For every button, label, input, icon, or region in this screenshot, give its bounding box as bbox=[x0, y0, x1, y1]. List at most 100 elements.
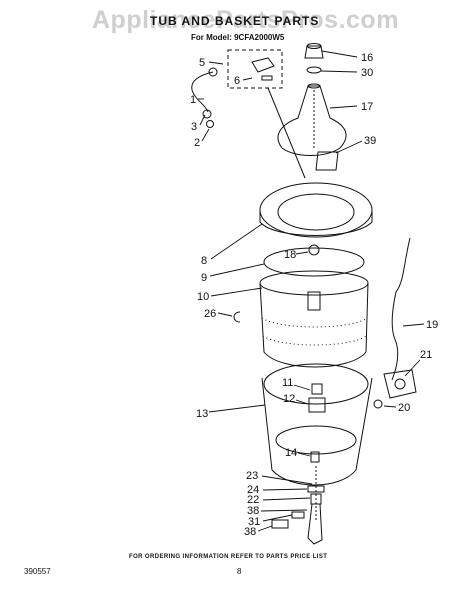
callout-22: 22 bbox=[247, 494, 259, 506]
part-6-clip bbox=[251, 57, 275, 73]
part-17-agitator bbox=[277, 85, 347, 156]
leader-39 bbox=[335, 140, 363, 154]
part-20-clamp bbox=[373, 399, 383, 409]
leader-9 bbox=[209, 263, 265, 277]
part-8-ring-inner bbox=[277, 193, 355, 231]
callout-11: 11 bbox=[282, 377, 293, 389]
part-8-ring-side bbox=[259, 210, 373, 236]
callout-38-lower: 38 bbox=[244, 526, 256, 538]
part-16-cap bbox=[304, 45, 324, 59]
page-number: 8 bbox=[237, 567, 242, 576]
part-13-tub-floor bbox=[275, 425, 357, 455]
part-13-tub-top bbox=[263, 363, 369, 405]
part-21-pump-port bbox=[394, 378, 406, 390]
callout-30: 30 bbox=[361, 67, 373, 79]
leader-11 bbox=[293, 384, 311, 391]
part-39-plate bbox=[315, 151, 339, 171]
callout-21: 21 bbox=[420, 349, 432, 361]
leader-14 bbox=[297, 452, 311, 457]
leader-10 bbox=[210, 287, 263, 297]
leader-21 bbox=[404, 359, 421, 377]
part-26-clip bbox=[233, 311, 241, 323]
callout-12: 12 bbox=[283, 393, 295, 405]
leader-38a bbox=[260, 509, 308, 512]
inset-box bbox=[227, 49, 283, 89]
leader-3 bbox=[199, 114, 206, 126]
part-10-basket-top bbox=[259, 270, 369, 296]
leader-16 bbox=[321, 50, 358, 58]
leader-5 bbox=[208, 61, 224, 65]
leader-12 bbox=[295, 399, 309, 405]
leader-13 bbox=[208, 404, 266, 413]
part-19-hose bbox=[391, 237, 411, 381]
callout-18: 18 bbox=[284, 249, 296, 261]
part-11-bearing bbox=[311, 383, 323, 395]
leader-8 bbox=[210, 223, 263, 260]
watermark-text: AppliancePartsPros.com bbox=[92, 6, 399, 34]
callout-13: 13 bbox=[196, 408, 208, 420]
part-3-clamp bbox=[202, 109, 212, 119]
part-6-pad bbox=[261, 75, 273, 81]
leader-26 bbox=[217, 312, 233, 317]
diagram-title: TUB AND BASKET PARTS bbox=[150, 14, 320, 28]
leader-23 bbox=[261, 475, 313, 485]
callout-8: 8 bbox=[201, 255, 207, 267]
part-16-top bbox=[306, 43, 322, 49]
callout-38: 38 bbox=[247, 505, 259, 517]
callout-14: 14 bbox=[285, 447, 297, 459]
callout-2: 2 bbox=[194, 137, 200, 149]
part-10-basket-perforation bbox=[261, 317, 368, 328]
callout-23: 23 bbox=[246, 470, 258, 482]
part-10-basket-body bbox=[259, 282, 369, 368]
leader-18 bbox=[295, 251, 309, 255]
leader-31 bbox=[262, 514, 293, 522]
part-10-basket-perforation-lower bbox=[262, 335, 367, 346]
part-12-seal bbox=[308, 397, 326, 413]
callout-24: 24 bbox=[247, 484, 259, 496]
part-24-nut bbox=[307, 485, 325, 493]
part-13-tub-body bbox=[261, 377, 373, 486]
leader-20 bbox=[383, 405, 397, 408]
part-1-hose bbox=[191, 71, 214, 113]
part-31-clamp bbox=[291, 511, 305, 519]
callout-6: 6 bbox=[234, 75, 240, 87]
leader-6 bbox=[242, 77, 253, 81]
part-30-washer bbox=[306, 66, 322, 74]
leader-24 bbox=[262, 488, 308, 491]
part-18-nut bbox=[308, 244, 320, 256]
callout-5: 5 bbox=[199, 57, 205, 69]
part-17-top bbox=[307, 83, 321, 89]
callout-16: 16 bbox=[361, 52, 373, 64]
leader-30 bbox=[320, 70, 358, 73]
callout-39: 39 bbox=[364, 135, 376, 147]
model-line: For Model: 9CFA2000W5 bbox=[191, 33, 285, 42]
part-23-tube bbox=[307, 503, 323, 545]
part-10-hub bbox=[307, 291, 321, 311]
leader-17 bbox=[329, 105, 358, 109]
inset-leader bbox=[267, 87, 306, 179]
document-number: 390557 bbox=[24, 567, 51, 576]
part-21-pump bbox=[383, 369, 417, 399]
callout-3: 3 bbox=[191, 121, 197, 133]
part-9-gasket bbox=[263, 247, 365, 277]
callout-17: 17 bbox=[361, 101, 373, 113]
callout-1: 1 bbox=[190, 94, 196, 106]
leader-2 bbox=[201, 128, 210, 142]
leader-22 bbox=[262, 497, 311, 501]
part-8-ring-outer bbox=[259, 182, 373, 238]
part-2-clamp bbox=[206, 120, 214, 128]
callout-10: 10 bbox=[197, 291, 209, 303]
callout-9: 9 bbox=[201, 272, 207, 284]
part-5-clamp bbox=[208, 67, 218, 77]
callout-19: 19 bbox=[426, 319, 438, 331]
part-38-coupling bbox=[271, 519, 289, 529]
ordering-note: FOR ORDERING INFORMATION REFER TO PARTS … bbox=[129, 554, 328, 560]
callout-26: 26 bbox=[204, 308, 216, 320]
leader-38b bbox=[257, 525, 273, 532]
part-14-fitting bbox=[310, 451, 320, 463]
callout-31: 31 bbox=[248, 516, 260, 528]
leader-19 bbox=[402, 323, 425, 327]
callout-20: 20 bbox=[398, 402, 410, 414]
